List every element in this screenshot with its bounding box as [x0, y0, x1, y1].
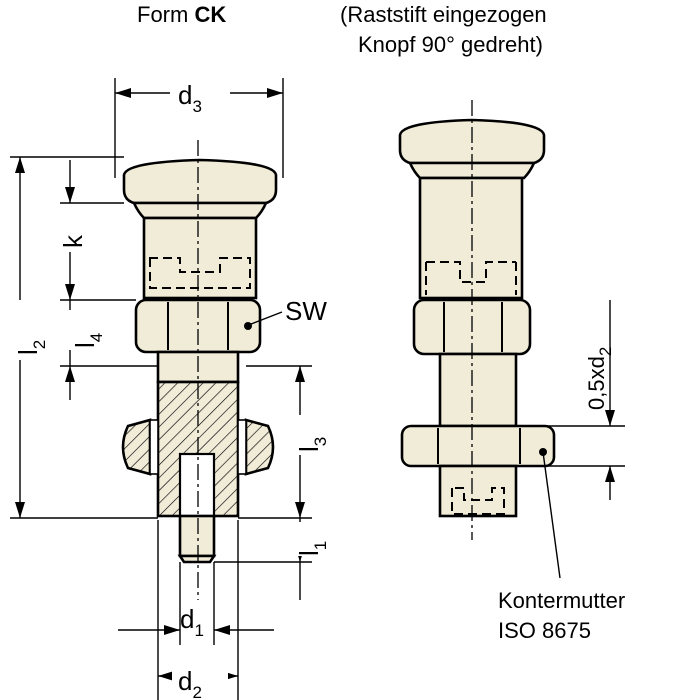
lock-nut-left [121, 418, 152, 476]
sw-callout: SW [244, 296, 327, 330]
label-sw: SW [285, 296, 327, 326]
lock-nut-right [244, 418, 275, 476]
label-l4: l4 [70, 333, 106, 348]
dim-d1: d1 [118, 562, 274, 645]
knurled-knob [122, 158, 278, 205]
form-title: Form CK [137, 2, 226, 27]
right-lock-nut [400, 424, 556, 468]
dim-d3: d3 [114, 72, 284, 178]
right-view: 0,5xd2 Kontermutter ISO 8675 [398, 100, 625, 643]
dim-l3: l3 [238, 365, 330, 519]
right-view-caption-line2: Knopf 90° gedreht) [358, 32, 543, 57]
label-l3: l3 [294, 437, 330, 452]
label-d1: d1 [180, 604, 204, 640]
dim-l4: l4 [52, 300, 158, 400]
label-d2: d2 [178, 666, 202, 700]
dim-k: k [58, 160, 136, 301]
label-k: k [58, 234, 88, 248]
callout-line2: ISO 8675 [498, 618, 591, 643]
label-half-d2: 0,5xd2 [584, 347, 615, 410]
callout-line1: Kontermutter [498, 588, 625, 613]
right-threaded-shank [438, 352, 518, 428]
right-upper-body [418, 176, 524, 300]
lock-nut-callout: Kontermutter ISO 8675 [498, 448, 625, 643]
label-l1: l1 [294, 541, 330, 556]
label-l2: l2 [13, 340, 49, 355]
index-pin [178, 514, 216, 558]
dim-l1: l1 [214, 518, 330, 600]
dim-half-d2: 0,5xd2 [522, 300, 625, 500]
right-view-caption-line1: (Raststift eingezogen [340, 2, 547, 27]
left-view: d3 l2 [4, 72, 330, 700]
knob-neck [131, 201, 269, 220]
label-d3: d3 [178, 80, 202, 116]
dim-d2: d2 [157, 520, 239, 700]
dim-l2: l2 [4, 156, 158, 519]
